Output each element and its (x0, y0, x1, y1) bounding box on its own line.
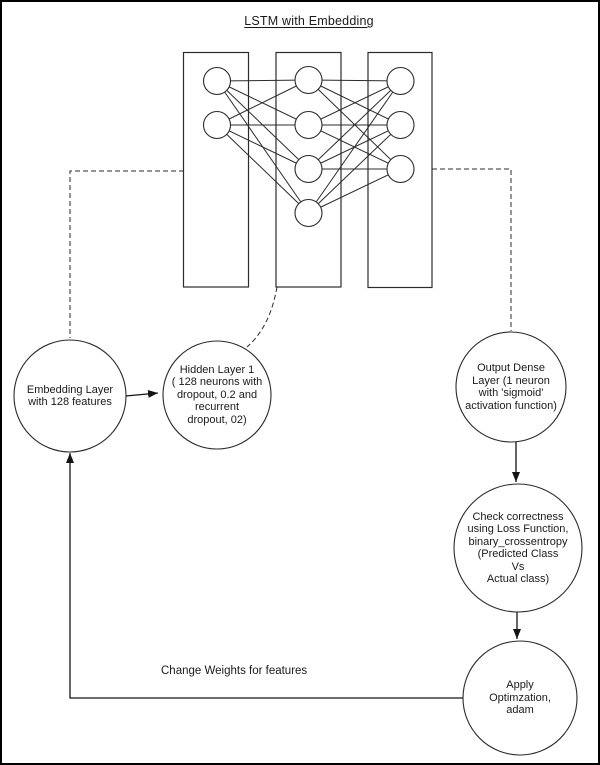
nn-connection-line (216, 124, 309, 214)
neuron-node (386, 66, 415, 96)
embedding-node-label: Embedding Layer with 128 features (26, 383, 114, 409)
nn-connection-line (216, 79, 309, 126)
optimizer-node-label: Apply Optimzation, adam (489, 679, 551, 717)
neuron-node (202, 110, 232, 140)
dashed-connector-output (432, 168, 512, 331)
nn-connection-line (308, 80, 401, 126)
arrow-embedding-to-hidden (125, 389, 159, 398)
dashed-connector-embedding (69, 170, 184, 338)
dashed-connector-hidden (246, 286, 278, 348)
feedback-label: Change Weights for features (161, 665, 308, 677)
nn-connection-line (308, 124, 401, 214)
nn-connection-line (308, 168, 401, 214)
hidden-node-circle (162, 340, 272, 450)
loss-node-label: Check correctness using Loss Function, b… (467, 510, 569, 586)
lstm-block-rect-1 (182, 51, 250, 288)
nn-connection-line (308, 79, 401, 82)
output-node-circle (455, 331, 567, 443)
lstm-block-rect-2 (275, 51, 342, 288)
neuron-node (294, 65, 323, 95)
loss-node-circle (453, 483, 583, 613)
neuron-node (386, 154, 415, 184)
neuron-node (294, 154, 323, 184)
nn-connection-line (308, 80, 401, 214)
neuron-node (202, 66, 232, 96)
lstm-block-rect-3 (367, 51, 433, 289)
neural-network (202, 65, 415, 228)
nn-connection-line (216, 79, 309, 82)
diagram-title: LSTM with Embedding (244, 14, 374, 28)
neuron-node (294, 110, 323, 140)
output-node-label: Output Dense Layer (1 neuron with 'sigmo… (465, 362, 557, 412)
neuron-node (294, 198, 323, 228)
arrow-feedback-loop (66, 453, 463, 699)
nn-connection-line (308, 80, 401, 170)
nn-connection-line (216, 124, 309, 170)
neuron-node (386, 110, 415, 140)
hidden-node-label: Hidden Layer 1 ( 128 neurons with dropou… (171, 363, 263, 426)
